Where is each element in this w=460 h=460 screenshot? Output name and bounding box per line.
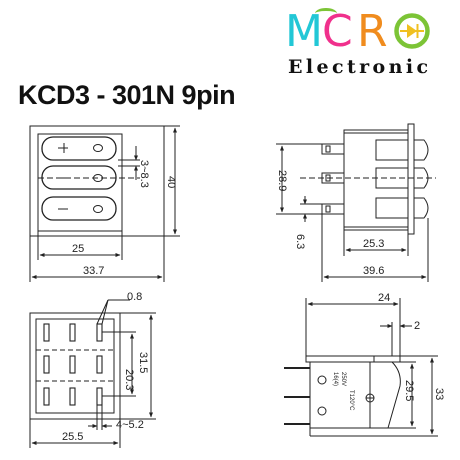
dim-sb-lip: 2 [414,320,420,332]
dim-side-pin: 6.3 [294,234,306,249]
dim-side-total-length: 39.6 [363,265,384,277]
dim-side-body-length: 25.3 [363,238,384,250]
dim-bottom-inner-height: 20.3 [123,369,135,390]
brand-logo: M C R [285,6,455,58]
rating-label-2: 250V [340,372,346,386]
dim-sb-top-width: 24 [378,292,390,304]
logo-letter-c: C [322,6,353,57]
dim-front-gap: 3~8.3 [138,160,150,188]
rating-label-1: 16(4) [332,372,338,386]
diode-circle-icon [394,13,430,49]
brand-subtitle: Electronic [288,56,432,78]
dim-sb-height: 29.5 [403,380,415,401]
dim-front-height: 40 [165,176,177,188]
dim-side-height: 28.9 [276,170,288,191]
dim-front-outer-width: 33.7 [83,265,104,277]
dim-bottom-outer-height: 31.5 [137,352,149,373]
model-title: KCD3 - 301N 9pin [18,80,236,110]
logo-swoosh-icon [315,8,337,19]
dim-bottom-width: 25.5 [62,431,83,443]
bottom-view [29,299,156,448]
rating-label-3: T120°C [348,390,354,411]
dim-bottom-pin-width: 0.8 [127,291,142,303]
front-view [29,125,180,282]
side-view-bottom [284,298,438,437]
side-view-top [276,123,436,282]
logo-letter-o [393,12,431,50]
dim-front-width: 25 [72,243,84,255]
dim-bottom-slot: 4~5.2 [116,419,144,431]
dim-sb-total-height: 33 [433,388,445,400]
logo-letter-r: R [357,6,388,57]
